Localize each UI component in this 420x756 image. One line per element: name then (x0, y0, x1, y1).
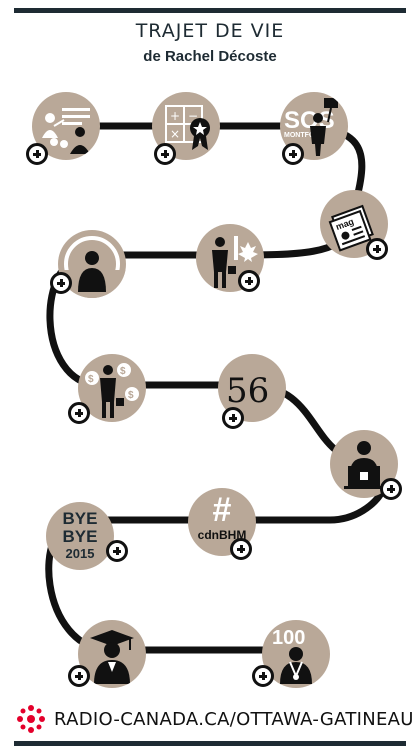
top-bar (14, 8, 406, 13)
sos-text: SOS (284, 107, 335, 134)
page-subtitle: de Rachel Décoste (143, 48, 277, 65)
footer-link[interactable]: RADIO-CANADA.CA/OTTAWA-GATINEAU (16, 704, 414, 734)
businesswoman-maple-leaf-icon (212, 236, 258, 288)
bye-line-2: BYE (62, 527, 98, 546)
person-circle-icon (58, 236, 126, 298)
expand-milestone-2-button[interactable] (154, 143, 176, 165)
svg-text:$: $ (88, 374, 94, 385)
svg-text:−: − (188, 109, 198, 123)
page-title: TRAJET DE VIE (135, 20, 285, 42)
sos-protest-icon: SOS MONTFORT (284, 98, 338, 156)
graduate-icon (90, 630, 134, 684)
expand-milestone-5-button[interactable] (50, 272, 72, 294)
fifty-six-icon: 56 (226, 371, 269, 411)
expand-milestone-12-button[interactable] (68, 665, 90, 687)
magazine-icon: mag (328, 204, 374, 252)
expand-milestone-4-button[interactable] (366, 238, 388, 260)
calculator-award-icon: + − × (165, 105, 210, 150)
money-businesswoman-icon: $ $ $ (85, 363, 139, 418)
expand-milestone-10-button[interactable] (106, 540, 128, 562)
milestone-graduate (78, 620, 146, 688)
radio-canada-gem-icon (17, 705, 45, 733)
fifty-six-text: 56 (226, 371, 269, 411)
montfort-text: MONTFORT (284, 132, 324, 139)
expand-milestone-11-button[interactable] (230, 538, 252, 560)
footer-url[interactable]: RADIO-CANADA.CA/OTTAWA-GATINEAU (54, 708, 414, 730)
milestone-bye-bye-2015: BYE BYE 2015 (46, 502, 114, 570)
milestone-fifty-six: 56 (218, 354, 286, 422)
hashtag-icon: # (212, 491, 232, 529)
expand-milestone-9-button[interactable] (380, 478, 402, 500)
svg-text:$: $ (128, 390, 134, 401)
laptop-writer-icon (344, 441, 384, 489)
expand-milestone-7-button[interactable] (68, 402, 90, 424)
expand-milestone-3-button[interactable] (282, 143, 304, 165)
expand-milestone-8-button[interactable] (222, 407, 244, 429)
expand-milestone-13-button[interactable] (252, 665, 274, 687)
year-2015: 2015 (65, 546, 95, 561)
expand-milestone-6-button[interactable] (238, 270, 260, 292)
svg-text:$: $ (120, 366, 126, 377)
milestone-cdnbhm: # cdnBHM (188, 488, 256, 556)
hundred-text: 100 (272, 627, 305, 649)
bottom-bar (14, 741, 406, 746)
svg-text:+: + (170, 109, 180, 123)
teaching-presentation-icon (42, 108, 90, 154)
medal-100-icon: 100 (272, 627, 312, 684)
cdnbhm-text: cdnBHM (197, 528, 247, 542)
svg-text:×: × (170, 127, 180, 141)
expand-milestone-1-button[interactable] (26, 143, 48, 165)
bye-line-1: BYE (62, 509, 98, 528)
